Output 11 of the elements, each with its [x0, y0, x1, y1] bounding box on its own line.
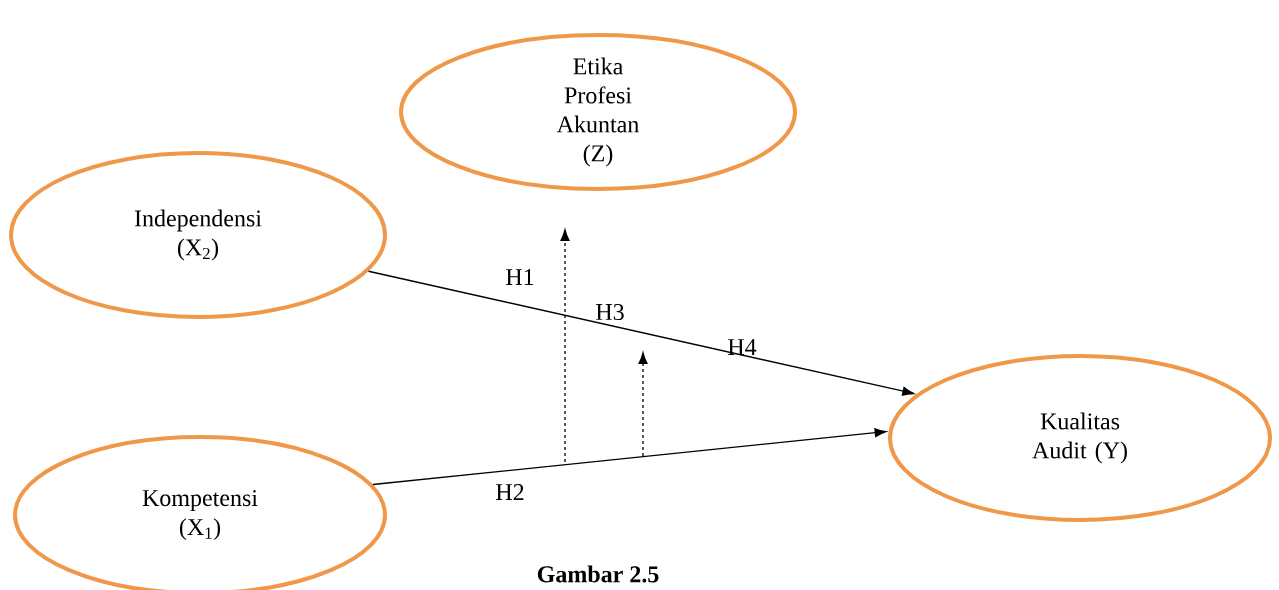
- ellipse-node: Independensi (X$_{2}$): [9, 151, 387, 319]
- edge-label: H1: [506, 269, 534, 285]
- arrow: [560, 229, 570, 463]
- caption: Gambar 2.5: [537, 565, 659, 583]
- ellipse-node: Kualitas Audit (Y): [888, 354, 1272, 522]
- hypothesis-label: H3: [596, 303, 624, 321]
- arrow: [372, 428, 887, 486]
- arrow: [367, 270, 915, 396]
- edge-label: H2: [496, 484, 524, 500]
- hypothesis-label: H4: [728, 339, 757, 355]
- ellipse-node: Etika Profesi Akuntan (Z): [399, 33, 797, 191]
